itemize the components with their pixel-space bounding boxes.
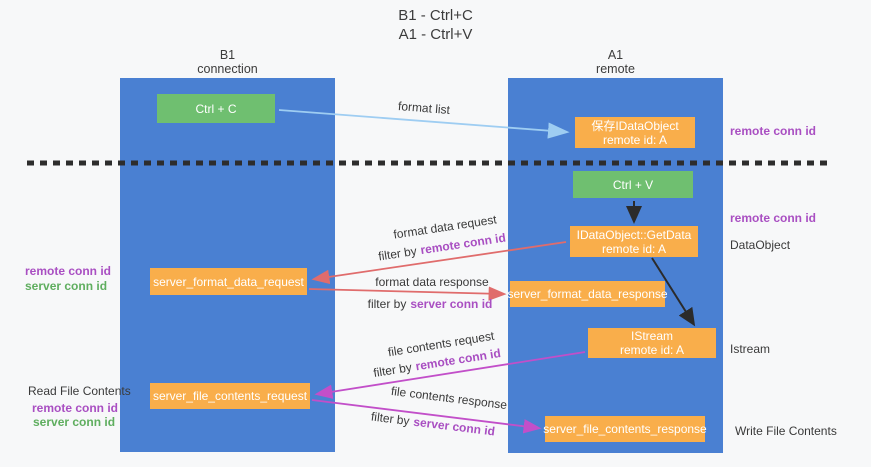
format-data-response-arrow (308, 286, 507, 301)
title-line-2: A1 - Ctrl+V (398, 26, 473, 43)
istream-line1: IStream (630, 329, 673, 343)
lane-left-name: B1 (219, 48, 236, 62)
format-list-arrow (278, 109, 570, 139)
lane-left-subtitle: connection (197, 62, 258, 76)
filter-by-text: filter by (367, 297, 407, 311)
lane-header-right: A1 remote (508, 48, 723, 76)
save-idataobject-box: 保存IDataObject remote id: A (575, 117, 695, 148)
server-file-contents-request-label: server_file_contents_request (152, 389, 308, 403)
file-contents-response-arrow (311, 399, 542, 434)
getdata-line2: remote id: A (601, 241, 667, 256)
server-conn-id-text: server conn id (410, 297, 493, 311)
server-file-contents-request-box: server_file_contents_request (150, 383, 310, 409)
file-contents-request-arrow (314, 351, 586, 399)
istream-box: IStream remote id: A (588, 328, 716, 358)
dataobject-label: DataObject (730, 238, 791, 252)
ctrl-c-label: Ctrl + C (195, 101, 237, 116)
ctrl-v-label: Ctrl + V (612, 177, 654, 192)
ctrl-v-box: Ctrl + V (573, 171, 693, 198)
left-remote-conn-id-label: remote conn id (25, 264, 112, 278)
server-file-contents-response-box: server_file_contents_response (543, 416, 707, 442)
read-file-contents-label: Read File Contents (28, 384, 131, 398)
write-file-contents-label: Write File Contents (735, 424, 837, 438)
lane-header-left: B1 connection (120, 48, 335, 76)
ctrl-c-box: Ctrl + C (157, 94, 275, 123)
save-idataobject-line2: remote id: A (602, 132, 668, 147)
server-format-data-response-box: server_format_data_response (507, 281, 668, 307)
save-idataobject-line1: 保存IDataObject (591, 118, 679, 133)
lane-right-subtitle: remote (596, 62, 635, 76)
server-format-data-request-box: server_format_data_request (150, 268, 307, 295)
left-remote-conn-id-label-2: remote conn id (32, 401, 119, 415)
right-remote-conn-id-label-1: remote conn id (730, 124, 817, 138)
format-data-request-arrow (311, 241, 567, 285)
server-format-data-response-label: server_format_data_response (507, 287, 668, 301)
istream-side-label: Istream (730, 342, 771, 356)
server-format-data-request-label: server_format_data_request (153, 274, 304, 289)
format-data-response-label: format data response (375, 275, 489, 289)
lane-right-name: A1 (607, 48, 624, 62)
title-line-1: B1 - Ctrl+C (398, 7, 473, 24)
right-remote-conn-id-label-2: remote conn id (730, 211, 817, 225)
left-server-conn-id-label: server conn id (25, 279, 108, 293)
getdata-box: IDataObject::GetData remote id: A (570, 226, 698, 257)
getdata-to-istream-arrow (651, 257, 696, 327)
server-file-contents-response-label: server_file_contents_response (543, 422, 707, 436)
getdata-line1: IDataObject::GetData (576, 227, 692, 242)
left-server-conn-id-label-2: server conn id (33, 415, 116, 429)
diagram-title: B1 - Ctrl+C A1 - Ctrl+V (0, 6, 871, 44)
istream-line2: remote id: A (619, 343, 685, 357)
